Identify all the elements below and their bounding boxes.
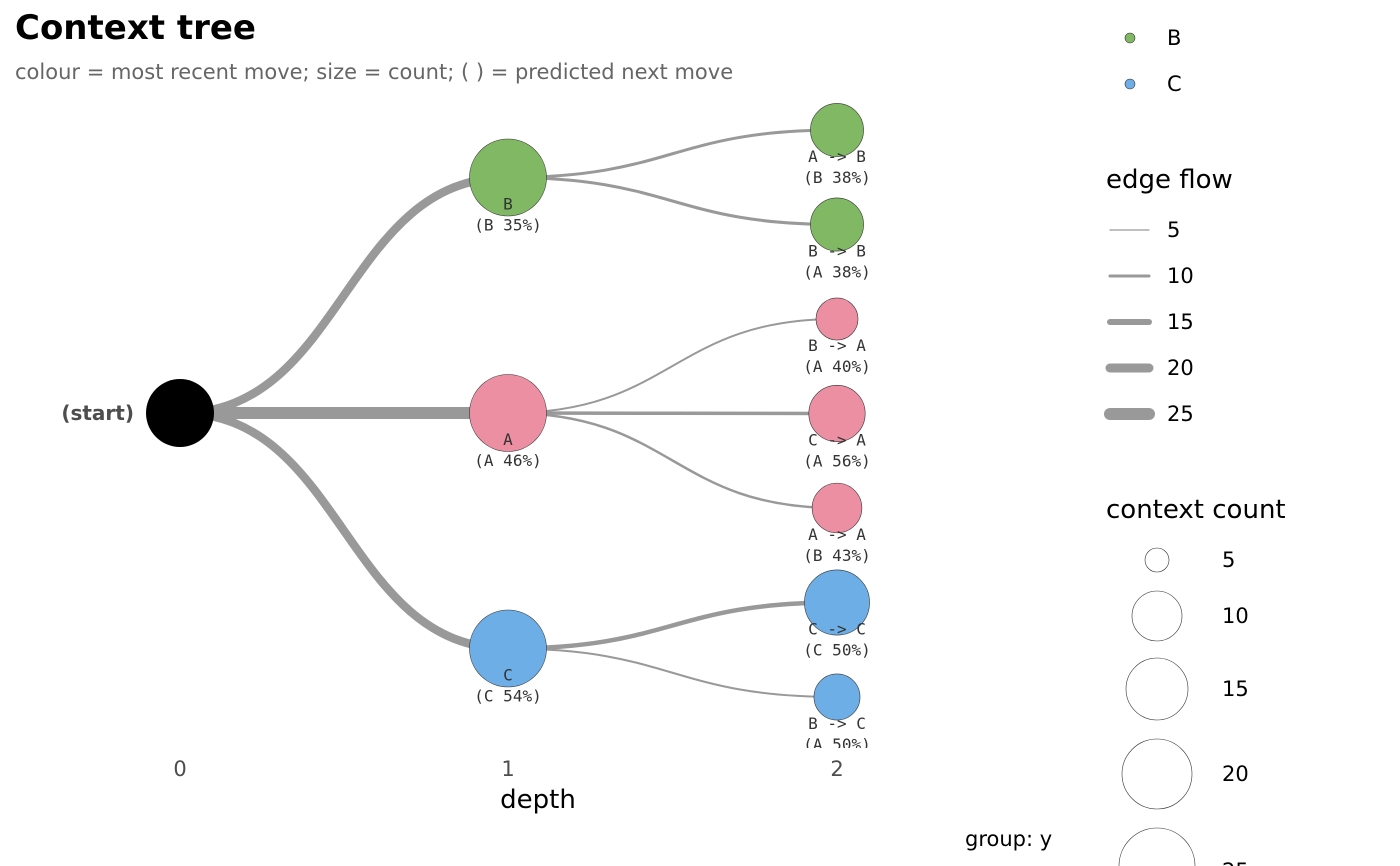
chart-subtitle: colour = most recent move; size = count;… bbox=[15, 60, 734, 84]
legend-label-c: C bbox=[1167, 72, 1182, 96]
node-AB-context: A -> B bbox=[808, 147, 866, 166]
node-AA bbox=[811, 482, 863, 534]
node-CA-prediction: (A 56%) bbox=[803, 452, 870, 471]
edge-flow-label-25: 25 bbox=[1167, 402, 1194, 426]
legend-key-b bbox=[1124, 32, 1136, 44]
node-A-context: A bbox=[503, 430, 513, 449]
colour-legend: B C bbox=[1124, 26, 1182, 96]
node-C-context: C bbox=[503, 666, 513, 685]
depth-tick-0: 0 bbox=[173, 757, 186, 781]
node-C-prediction: (C 54%) bbox=[474, 687, 541, 706]
edge-A-AA bbox=[507, 411, 838, 510]
legend-key-c bbox=[1124, 78, 1136, 90]
node-B-prediction: (B 35%) bbox=[474, 216, 541, 235]
depth-axis-title: depth bbox=[500, 785, 576, 815]
node-BA-context: B -> A bbox=[808, 336, 866, 355]
node-AA-context: A -> A bbox=[808, 525, 866, 544]
context-count-label-20: 20 bbox=[1222, 762, 1249, 786]
edge-C-CC bbox=[507, 600, 838, 651]
edge-flow-legend: edge flow 5 10 15 20 25 bbox=[1104, 165, 1233, 426]
edge-B-BB bbox=[507, 176, 838, 226]
edge-flow-label-15: 15 bbox=[1167, 310, 1194, 334]
node-BA bbox=[815, 297, 859, 341]
plot-area: (start) B (B 35%) A (A 46%) C (C 54%) A -> B (B … bbox=[61, 103, 871, 754]
context-count-legend-title: context count bbox=[1106, 495, 1286, 525]
edge-flow-label-5: 5 bbox=[1167, 218, 1180, 242]
context-count-label-10: 10 bbox=[1222, 604, 1249, 628]
node-layer bbox=[146, 103, 870, 721]
node-BB-prediction: (A 38%) bbox=[803, 263, 870, 282]
node-CC-context: C -> C bbox=[808, 620, 866, 639]
context-count-key-20 bbox=[1121, 738, 1193, 810]
context-count-key-5 bbox=[1144, 547, 1170, 573]
legend-label-b: B bbox=[1167, 26, 1181, 50]
context-count-legend: context count 5 10 15 20 25 bbox=[1106, 495, 1286, 866]
node-A bbox=[469, 374, 547, 452]
edge-start-C bbox=[179, 408, 509, 653]
node-CA bbox=[808, 384, 866, 442]
edge-C-BC bbox=[507, 647, 838, 698]
depth-tick-2: 2 bbox=[830, 757, 843, 781]
depth-tick-1: 1 bbox=[501, 757, 514, 781]
context-count-label-5: 5 bbox=[1222, 548, 1235, 572]
node-CA-context: C -> A bbox=[808, 431, 866, 450]
node-A-prediction: (A 46%) bbox=[474, 451, 541, 470]
edge-flow-label-20: 20 bbox=[1167, 356, 1194, 380]
node-CC-prediction: (C 50%) bbox=[803, 641, 870, 660]
context-count-label-25: 25 bbox=[1222, 859, 1249, 866]
node-B-context: B bbox=[503, 195, 513, 214]
edge-layer bbox=[179, 128, 838, 698]
node-BC-prediction: (A 50%) bbox=[803, 735, 870, 754]
node-BC bbox=[813, 673, 861, 721]
depth-axis: 0 1 2 depth bbox=[173, 757, 843, 815]
edge-A-BA bbox=[507, 318, 838, 414]
context-count-key-10 bbox=[1131, 590, 1183, 642]
node-AB bbox=[810, 103, 864, 157]
context-count-key-25 bbox=[1118, 827, 1196, 866]
node-C bbox=[469, 609, 547, 688]
node-BB-context: B -> B bbox=[808, 242, 866, 261]
node-BB bbox=[810, 197, 864, 252]
node-CC bbox=[804, 569, 870, 636]
node-B bbox=[469, 138, 547, 217]
node-AA-prediction: (B 43%) bbox=[803, 546, 870, 565]
group-label: group: y bbox=[965, 827, 1052, 851]
edge-flow-legend-title: edge flow bbox=[1106, 165, 1233, 195]
node-start-label: (start) bbox=[61, 401, 134, 425]
context-count-key-15 bbox=[1125, 657, 1189, 721]
node-BA-prediction: (A 40%) bbox=[803, 357, 870, 376]
chart-title: Context tree bbox=[15, 8, 256, 48]
context-count-label-15: 15 bbox=[1222, 677, 1249, 701]
node-start bbox=[146, 379, 214, 447]
node-AB-prediction: (B 38%) bbox=[803, 168, 870, 187]
edge-A-CA bbox=[507, 411, 838, 416]
node-BC-context: B -> C bbox=[808, 714, 866, 733]
edge-start-B bbox=[179, 173, 509, 418]
edge-B-AB bbox=[507, 128, 838, 179]
edge-flow-label-10: 10 bbox=[1167, 264, 1194, 288]
node-label-layer: (start) B (B 35%) A (A 46%) C (C 54%) A -> B (B … bbox=[61, 147, 870, 754]
